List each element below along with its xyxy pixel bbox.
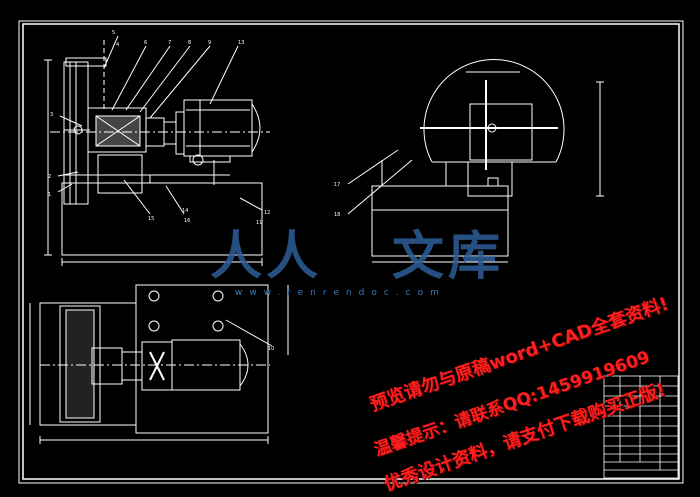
part-label: 2 xyxy=(48,174,51,180)
side-view xyxy=(347,59,604,263)
part-label: 17 xyxy=(334,182,340,188)
top-view xyxy=(29,284,289,444)
part-labels: 5 4 6 7 8 9 13 3 2 1 15 14 12 11 16 17 1… xyxy=(48,30,340,352)
drawing-border-inner xyxy=(22,23,680,480)
part-label: 13 xyxy=(238,40,244,46)
part-label: 5 xyxy=(112,30,115,36)
part-label: 7 xyxy=(168,40,171,46)
renrendoc-brand-watermark: 人人 文库 xyxy=(210,214,504,289)
front-view xyxy=(44,35,270,266)
title-block xyxy=(603,375,679,479)
part-label: 6 xyxy=(144,40,147,46)
part-label: 12 xyxy=(264,210,270,216)
drawing-border-outer xyxy=(18,20,684,484)
part-label: 9 xyxy=(208,40,211,46)
part-label: 11 xyxy=(256,220,262,226)
part-label: 15 xyxy=(148,216,154,222)
brand-left-text: 人人 xyxy=(210,226,323,287)
part-label: 3 xyxy=(50,112,53,118)
part-label: 18 xyxy=(334,212,340,218)
part-label: 16 xyxy=(184,218,190,224)
watermark-url: www.renrendoc.com xyxy=(235,288,446,298)
part-label: 8 xyxy=(188,40,191,46)
brand-right-text: 文库 xyxy=(392,226,505,287)
part-label: 10 xyxy=(268,346,274,352)
part-label: 4 xyxy=(116,42,119,48)
part-label: 1 xyxy=(48,192,51,198)
part-label: 14 xyxy=(182,208,188,214)
